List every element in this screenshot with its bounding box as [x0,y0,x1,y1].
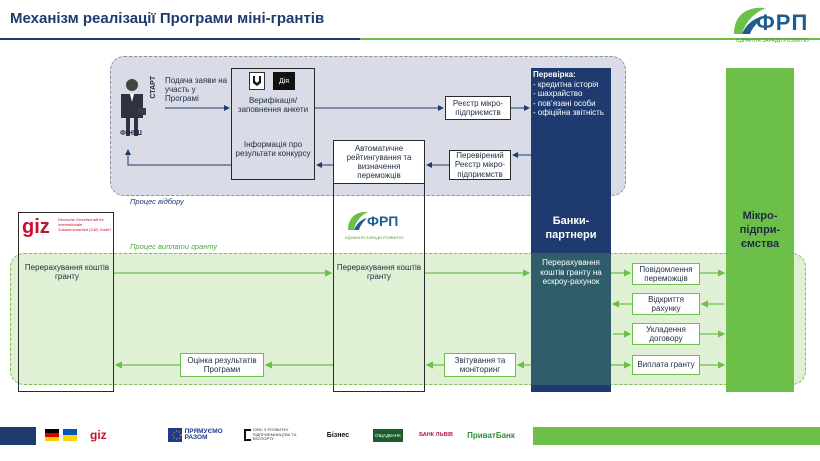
results-info-label: Інформація про результати конкурсу [235,140,311,159]
trident-icon [249,72,265,90]
applicant-person-icon [121,79,146,136]
verification-box [231,68,315,180]
step-notify-winners: Повідомлення переможців [632,263,700,285]
page-title: Механізм реалізації Програми міні-гранті… [10,10,325,27]
step-sign-contract: Укладення договору [632,323,700,345]
flags-icon [45,429,77,441]
check-item: - шахрайство [533,89,583,99]
evaluation-box: Оцінка результатів Програми [180,353,264,377]
logo-text: ФРП [756,10,809,35]
frp-small-text: ФРП [367,213,399,229]
giz-column-frame [18,212,114,392]
auto-rating-box: Автоматичне рейтингування та визначення … [333,140,425,184]
partner-eu-text: ПРЯМУЄМО РАЗОМ [184,427,223,441]
partner-logo-giz: giz [90,428,107,442]
partner-logo-biznes: Бізнес [326,431,350,439]
eu-flag-icon [168,428,182,442]
step-open-account: Відкриття рахунку [632,293,700,315]
giz-description: Deutsche Gesellschaft für Internationale… [58,217,112,232]
partner-logo-germany [40,421,84,449]
bank-partners-title: Банки-партнери [545,215,597,241]
selection-caption: Процес відбору [130,197,184,206]
partner-logo-privat: ПриватБанк [467,430,515,440]
diia-icon: Дія [273,72,295,90]
micro-enterprises-title: Мікро-підпри-ємства [739,210,781,250]
step-grant-payment: Виплата гранту [632,355,700,375]
frp-small-logo: ФРП ЄДНАННЯ ЗАРАДИ РОЗВИТКУ [345,210,415,244]
finish-label: ФІНІШ [120,130,142,137]
check-title: Перевірка: [533,70,576,79]
bank-transfer-label: Перерахування коштів гранту на ескроу-ра… [540,258,602,287]
footer-bar-dark [0,427,36,445]
footer-bar-green [533,427,820,445]
verified-registry-box: Перевірений Реєстр мікро-підприємств [449,150,511,180]
reporting-box: Звітування та моніторинг [444,353,516,377]
giz-logo: giz [22,216,50,238]
frp-logo: ФРП ЄДНАННЯ ЗАРАДИ РОЗВИТКУ [728,2,820,48]
frp-leaf-icon [734,7,766,34]
check-item: - кредитна історія [533,79,599,89]
micro-column [726,68,794,392]
frp-transfer-label: Перерахування коштів гранту [336,263,422,282]
check-item: - пов’язані особи [533,98,596,108]
frp-small-leaf-icon [348,211,368,230]
partner-logo-office: ОФІС З РОЗВИТКУ ПІДПРИЄМНИЦТВА ТА ЕКСПОР… [244,421,310,449]
verify-label: Верифікація/ заповнення анкети [237,96,309,115]
check-item: - офіційна звітність [533,108,604,118]
partner-logo-lviv: БАНК ЛЬВІВ [419,432,453,438]
partner-logo-oschadbank: ОЩАДБАНК [368,421,408,449]
registry-box: Реєстр мікро-підприємств [445,96,511,120]
bank-check-list: Перевірка: - кредитна історія - шахрайст… [533,70,611,118]
frp-small-subtitle: ЄДНАННЯ ЗАРАДИ РОЗВИТКУ [345,235,404,240]
logo-subtitle: ЄДНАННЯ ЗАРАДИ РОЗВИТКУ [736,38,810,44]
partner-logo-eu: ПРЯМУЄМО РАЗОМ [168,421,232,449]
grant-caption: Процес виплати гранту [130,242,218,251]
bank-column-lower [531,253,611,385]
apply-step: Подача заяви на участь у Програмі [165,76,228,104]
giz-transfer-label: Перерахування коштів гранту [24,263,110,282]
title-underline-dark [0,38,360,40]
partner-office-text: ОФІС З РОЗВИТКУ ПІДПРИЄМНИЦТВА ТА ЕКСПОР… [252,427,297,442]
partner-oschad-text: ОЩАДБАНК [373,428,403,442]
office-icon [244,429,251,441]
title-underline-green [360,38,820,40]
